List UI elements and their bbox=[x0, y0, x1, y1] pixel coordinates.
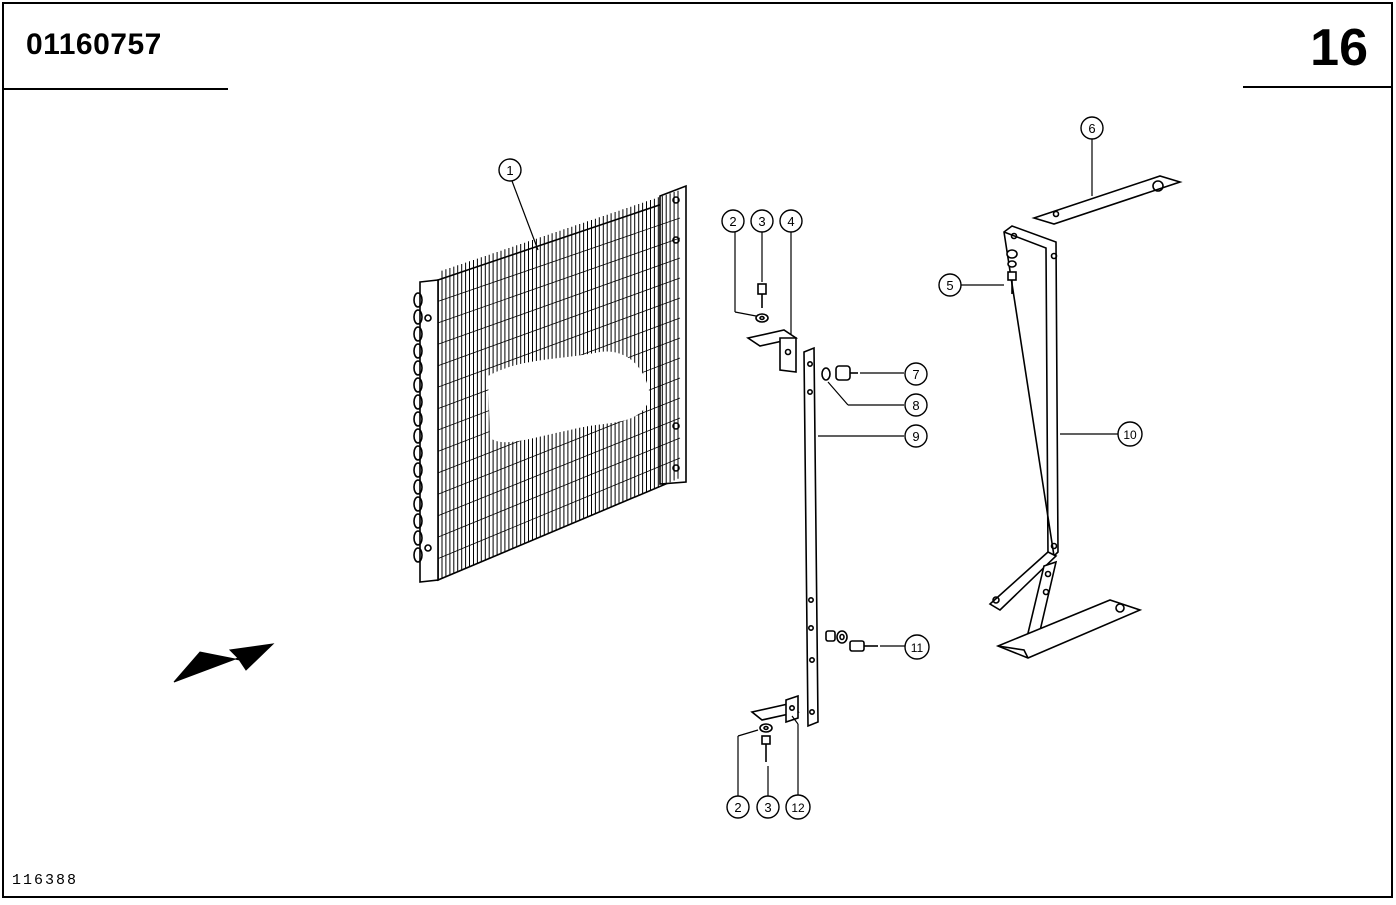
callout-5: 5 bbox=[938, 273, 962, 297]
callout-2-lower: 2 bbox=[726, 795, 750, 819]
callout-label: 11 bbox=[911, 641, 924, 655]
callout-7: 7 bbox=[904, 362, 928, 386]
callout-label: 2 bbox=[734, 800, 741, 815]
drawing-id: 116388 bbox=[12, 872, 79, 889]
condenser-highlight bbox=[488, 351, 650, 443]
callout-3: 3 bbox=[750, 209, 774, 233]
callout-10: 10 bbox=[1117, 421, 1143, 447]
lower-bracket bbox=[750, 694, 800, 762]
callout-label: 9 bbox=[912, 429, 919, 444]
callout-label: 12 bbox=[791, 801, 805, 815]
callout-8: 8 bbox=[904, 393, 928, 417]
callout-12: 12 bbox=[785, 794, 811, 820]
upper-bracket bbox=[745, 283, 799, 373]
bolt-and-washer-brace bbox=[1006, 249, 1018, 294]
callout-label: 6 bbox=[1088, 121, 1095, 136]
callout-label: 3 bbox=[758, 214, 765, 229]
leader-lines bbox=[511, 139, 1118, 796]
vertical-strap bbox=[803, 346, 819, 728]
arrow-icon bbox=[173, 643, 275, 683]
callout-label: 7 bbox=[912, 367, 919, 382]
callout-label: 1 bbox=[506, 163, 513, 178]
callout-4: 4 bbox=[779, 209, 803, 233]
callout-2: 2 bbox=[721, 209, 745, 233]
support-brace bbox=[988, 175, 1183, 659]
bolt-and-washer-upper bbox=[821, 365, 858, 381]
callout-9: 9 bbox=[904, 424, 928, 448]
callout-label: 10 bbox=[1123, 428, 1137, 442]
callout-label: 2 bbox=[729, 214, 736, 229]
callout-11: 11 bbox=[904, 634, 930, 660]
callout-3-lower: 3 bbox=[756, 795, 780, 819]
callout-6: 6 bbox=[1080, 116, 1104, 140]
page-number: 16 bbox=[1310, 19, 1368, 77]
callout-label: 8 bbox=[912, 398, 919, 413]
part-number: 01160757 bbox=[26, 28, 162, 61]
callout-label: 3 bbox=[764, 800, 771, 815]
callout-label: 4 bbox=[787, 214, 794, 229]
callout-1: 1 bbox=[498, 158, 522, 182]
bolt-and-washer-lower bbox=[825, 630, 878, 652]
callout-label: 5 bbox=[946, 278, 953, 293]
